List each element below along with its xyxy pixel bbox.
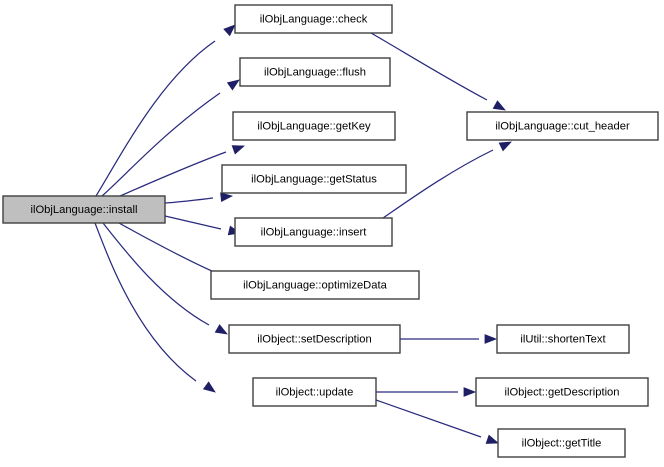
edge-line (102, 222, 210, 326)
node-cut_header[interactable]: ilObjLanguage::cut_header (466, 111, 659, 141)
edge-update-to-getDescription (376, 387, 477, 397)
node-box[interactable] (232, 111, 396, 141)
node-label: ilObjLanguage::check (260, 13, 368, 25)
node-layer: ilObjLanguage::install ilObjLanguage::che… (2, 4, 659, 458)
node-getKey[interactable]: ilObjLanguage::getKey (232, 111, 396, 141)
node-label: ilObject::getDescription (504, 386, 619, 398)
edge-install-to-check (95, 24, 236, 197)
node-update[interactable]: ilObject::update (252, 377, 377, 407)
edge-install-to-getStatus (164, 192, 234, 204)
edge-line (370, 32, 488, 101)
edge-line (119, 151, 227, 197)
arrowhead-icon (463, 387, 477, 397)
node-box[interactable] (475, 377, 649, 407)
node-label: ilObjLanguage::getKey (257, 120, 371, 132)
arrowhead-icon (498, 141, 512, 152)
arrowhead-icon (231, 145, 246, 155)
arrowhead-icon (202, 381, 216, 393)
node-label: ilUtil::shortenText (520, 333, 606, 345)
node-label: ilObjLanguage::optimizeData (243, 279, 387, 291)
node-label: ilObject::setDescription (257, 333, 371, 345)
node-label: ilObject::getTitle (522, 437, 602, 449)
arrowhead-icon (492, 100, 506, 111)
node-insert[interactable]: ilObjLanguage::insert (234, 217, 393, 247)
edge-install-to-getKey (119, 145, 246, 197)
node-check[interactable]: ilObjLanguage::check (234, 4, 393, 34)
edge-check-to-cut_header (370, 32, 506, 111)
node-getStatus[interactable]: ilObjLanguage::getStatus (221, 164, 407, 194)
node-label: ilObjLanguage::flush (264, 66, 366, 78)
node-box[interactable] (234, 217, 393, 247)
arrowhead-icon (484, 334, 498, 344)
node-flush[interactable]: ilObjLanguage::flush (239, 57, 391, 87)
node-box[interactable] (228, 324, 401, 354)
node-label: ilObjLanguage::cut_header (495, 120, 630, 132)
node-optimizeData[interactable]: ilObjLanguage::optimizeData (210, 270, 420, 300)
node-box[interactable] (466, 111, 659, 141)
node-box[interactable] (2, 195, 166, 224)
node-box[interactable] (239, 57, 391, 87)
edge-line (382, 149, 494, 219)
node-install[interactable]: ilObjLanguage::install (2, 195, 166, 224)
arrowhead-icon (226, 79, 240, 91)
node-label: ilObjLanguage::install (31, 204, 138, 216)
edge-insert-to-cut_header (382, 141, 512, 219)
node-box[interactable] (252, 377, 377, 407)
edge-install-to-update (94, 222, 216, 393)
edge-line (164, 215, 222, 230)
arrowhead-icon (223, 24, 236, 37)
node-label: ilObject::update (276, 386, 354, 398)
edge-setDescription-to-shortenText (400, 334, 498, 344)
node-box[interactable] (234, 4, 393, 34)
edge-line (95, 40, 216, 197)
edge-install-to-insert (164, 215, 242, 236)
node-getDescription[interactable]: ilObject::getDescription (475, 377, 649, 407)
node-label: ilObjLanguage::insert (261, 226, 368, 238)
edge-line (164, 197, 214, 204)
arrowhead-icon (214, 324, 228, 335)
arrowhead-icon (485, 434, 500, 444)
node-getTitle[interactable]: ilObject::getTitle (497, 428, 626, 458)
edge-line (94, 222, 197, 382)
node-shortenText[interactable]: ilUtil::shortenText (496, 324, 630, 354)
node-box[interactable] (497, 428, 626, 458)
node-label: ilObjLanguage::getStatus (251, 173, 377, 185)
node-box[interactable] (210, 270, 420, 300)
node-box[interactable] (221, 164, 407, 194)
node-box[interactable] (496, 324, 630, 354)
edge-line (375, 399, 482, 438)
edge-line (118, 222, 215, 273)
node-setDescription[interactable]: ilObject::setDescription (228, 324, 401, 354)
edge-install-to-flush (101, 79, 240, 197)
edge-line (101, 92, 221, 197)
arrowhead-icon (220, 192, 234, 203)
edge-install-to-setDescription (102, 222, 228, 335)
edge-update-to-getTitle (375, 399, 500, 444)
